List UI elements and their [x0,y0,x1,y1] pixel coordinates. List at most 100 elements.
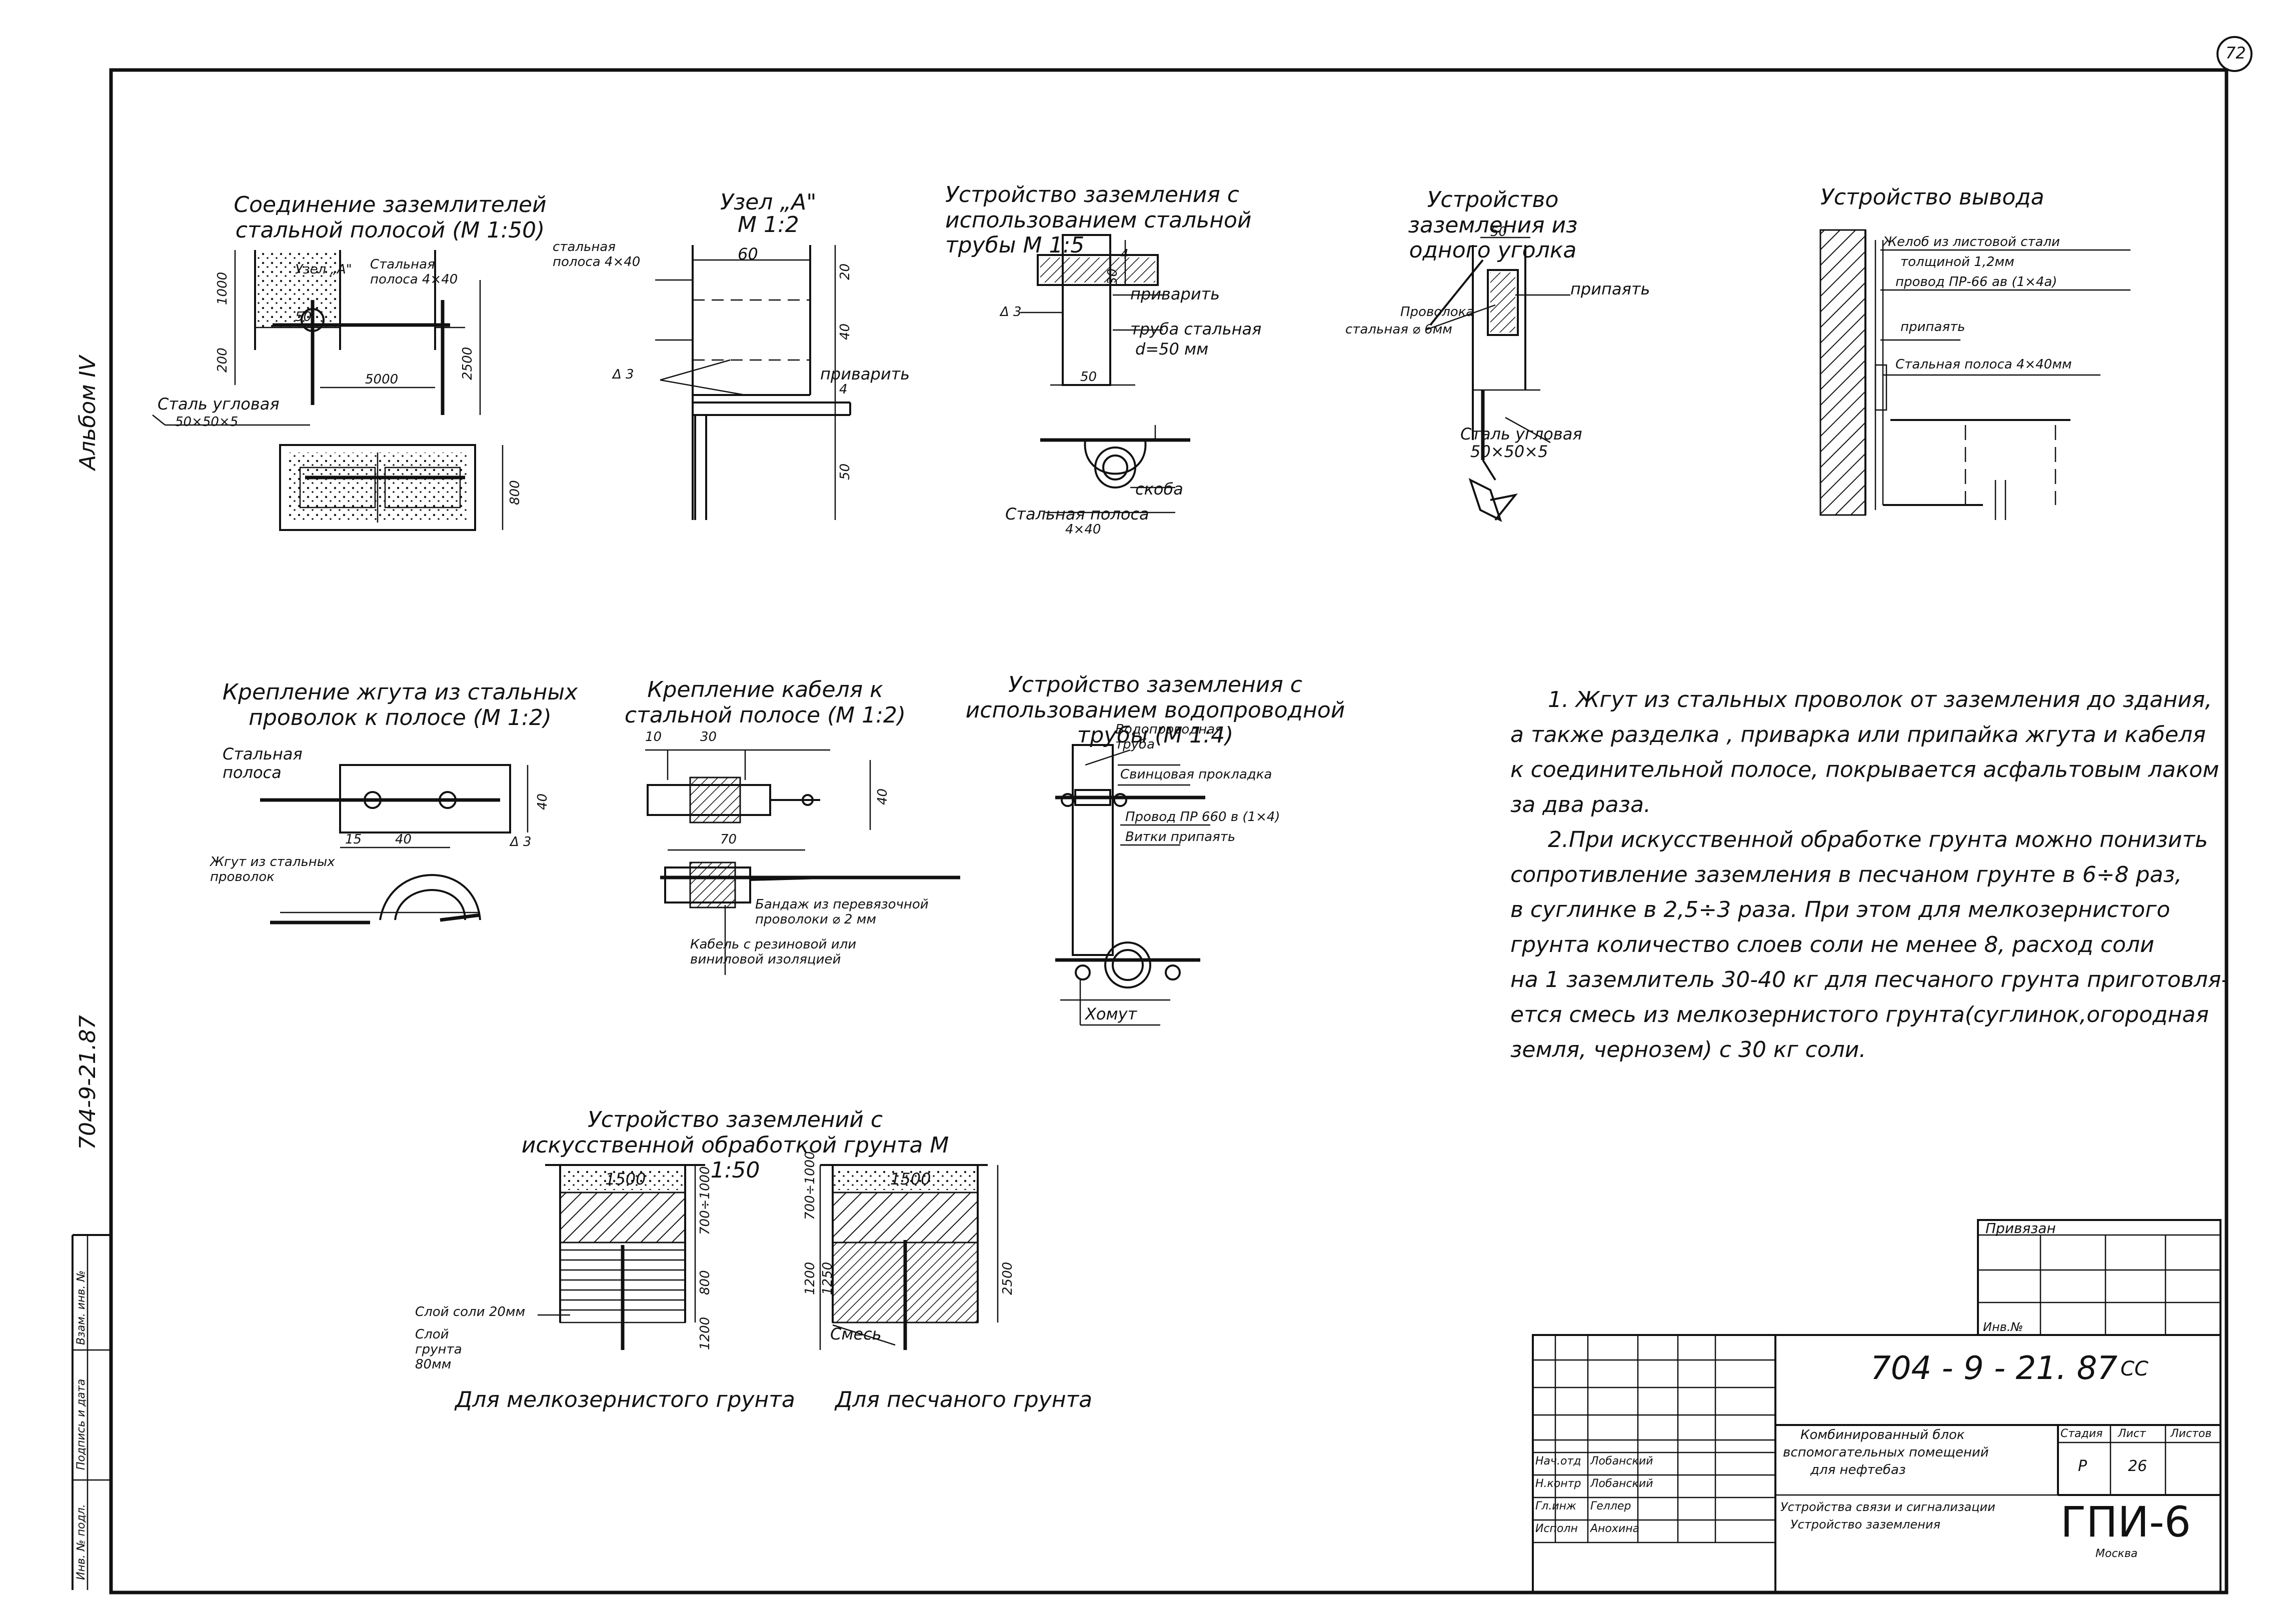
view-2-linework [655,245,851,520]
title-block-code: 704 - 9 - 21. 87 [1870,1350,2117,1387]
view-2-d60: 60 [738,244,758,264]
title-block-org: ГПИ-6 [2060,1498,2191,1546]
view-8-truba: Водопроводная труба [1115,722,1223,752]
view-6-polosa: Стальная полоса [223,744,303,782]
view-4-title: Устройство заземления из одного уголка [1408,187,1578,264]
title-block-inv: Инв.№ [1983,1320,2023,1334]
view-9-d1200b: 1200 [803,1262,818,1295]
view-1-d2500: 2500 [460,346,475,380]
view-2-scale: М 1:2 [738,212,799,238]
view-7-d10: 10 [645,730,662,744]
view-3-d50: 50 [1080,370,1097,384]
view-9-d1500b: 1500 [890,1170,931,1188]
view-6-d15: 15 [345,832,362,847]
title-block-sheet-title-2: Устройство заземления [1790,1518,1940,1532]
view-8-linework [1055,744,1210,1026]
view-7-title: Крепление кабеля к стальной полосе (М 1:… [624,677,906,728]
view-9-d800: 800 [698,1270,713,1295]
title-block-head-stage: Стадия [2060,1428,2103,1440]
view-7-d70: 70 [720,832,737,847]
note-line: в суглинке в 2,5÷3 раза. При этом для ме… [1510,897,2170,922]
view-3-privarit: приварить [1130,284,1220,304]
view-9-d700b: 700÷1000 [803,1151,818,1220]
note-line: к соединительной полосе, покрывается асф… [1510,757,2219,782]
view-4-provoloka: Проволока [1400,304,1474,320]
view-2-d4: 4 [839,382,848,397]
view-9-sol: Слой соли 20мм [415,1304,526,1320]
view-6-title: Крепление жгута из стальных проволок к п… [222,680,578,730]
view-2-d40: 40 [838,323,853,340]
view-3-title: Устройство заземления с использованием с… [945,182,1252,258]
view-5-polosa: Стальная полоса 4×40мм [1895,357,2072,372]
note-line: 1. Жгут из стальных проволок от заземлен… [1548,687,2212,712]
title-block-head-sheets: Листов [2170,1428,2212,1440]
view-1-d1000: 1000 [215,272,230,305]
view-2-d50: 50 [838,463,853,480]
note-line: грунта количество слоев соли не менее 8,… [1510,932,2154,958]
view-4-provoloka-d: стальная ⌀ 6мм [1345,322,1452,337]
title-block-sheet: 26 [2128,1458,2147,1475]
view-8-prokladka: Свинцовая прокладка [1120,767,1272,782]
title-block-city: Москва [2095,1548,2138,1560]
view-9-grunt: Слой грунта 80мм [415,1327,462,1372]
view-6-linework [260,764,529,924]
title-block-role: Н.контр [1535,1478,1581,1490]
view-9-linework [538,1164,999,1350]
title-block-head-sheet: Лист [2118,1428,2146,1440]
view-8-homut: Хомут [1085,1004,1137,1024]
view-1-linework [152,250,504,531]
title-block-suffix: СС [2120,1358,2148,1380]
note-line: 2.При искусственной обработке грунта мож… [1548,827,2208,852]
view-5-title: Устройство вывода [1820,184,2044,210]
view-9-d1500a: 1500 [605,1170,646,1188]
view-3-d4: 4 [1120,247,1129,262]
view-9-d2500: 2500 [1000,1262,1015,1295]
view-4-d50: 50 [1490,224,1507,240]
view-1-ugol-size: 50×50×5 [175,414,239,430]
view-1-d200: 200 [215,348,230,372]
view-6-weld: Δ 3 [510,834,532,850]
side-stamp-2: Подпись и дата [75,1378,88,1470]
view-4-ugol-size: 50×50×5 [1470,442,1548,461]
view-3-d30: 30 [1105,268,1120,285]
view-5-linework [1819,229,2130,520]
view-9-d700: 700÷1000 [698,1166,713,1235]
view-1-ugol: Сталь угловая [158,394,280,414]
view-5-zhelob: Желоб из листовой стали [1883,234,2060,250]
title-block-role: Гл.инж [1535,1500,1576,1512]
side-code: 704-9-21.87 [75,1015,101,1150]
view-6-zhgut: Жгут из стальных проволок [210,854,335,884]
view-4-pripayat: припаять [1570,280,1650,298]
view-8-vitki: Витки припаять [1125,830,1236,844]
note-line: за два раза. [1510,792,1651,818]
view-9-title: Устройство заземлений с искусственной об… [521,1107,949,1184]
view-2-privarit: приварить [820,364,910,384]
view-3-linework [1020,234,1190,514]
note-line: на 1 заземлитель 30-40 кг для песчаного … [1510,967,2229,992]
view-6-d40: 40 [395,832,412,847]
view-3-skoba: скоба [1135,480,1183,498]
view-1-polosa: Стальная полоса 4×40 [370,257,458,287]
view-9-smes: Смесь [830,1324,882,1344]
view-8-title: Устройство заземления с использованием в… [965,672,1345,748]
view-5-provod: провод ПР-66 ав (1×4а) [1895,274,2057,290]
view-3-weld: Δ 3 [1000,304,1022,320]
view-5-zhelob-t: толщиной 1,2мм [1900,254,2014,270]
view-3-polosa: Стальная полоса [1005,504,1149,524]
note-line: ется смесь из мелкозернистого грунта(суг… [1510,1002,2209,1028]
view-2-weld: Δ 3 [613,367,634,382]
view-1-d800: 800 [508,480,523,505]
title-block-role: Исполн [1535,1522,1578,1535]
page-number-circle [2216,36,2252,72]
title-block-name: Геллер [1590,1500,1631,1512]
note-line: земля, чернозем) с 30 кг соли. [1510,1037,1866,1062]
title-block-lines [1532,1219,2221,1594]
view-6-d40v: 40 [535,793,550,810]
view-7-linework [645,749,960,975]
title-block-name: Лобанский [1590,1455,1653,1468]
view-9-caption-1: Для мелкозернистого грунта [455,1387,795,1412]
view-1-d5000: 5000 [365,372,399,387]
view-1-uzel: Узел „А" [295,262,352,277]
view-7-kabel: Кабель с резиновой или виниловой изоляци… [690,937,857,967]
